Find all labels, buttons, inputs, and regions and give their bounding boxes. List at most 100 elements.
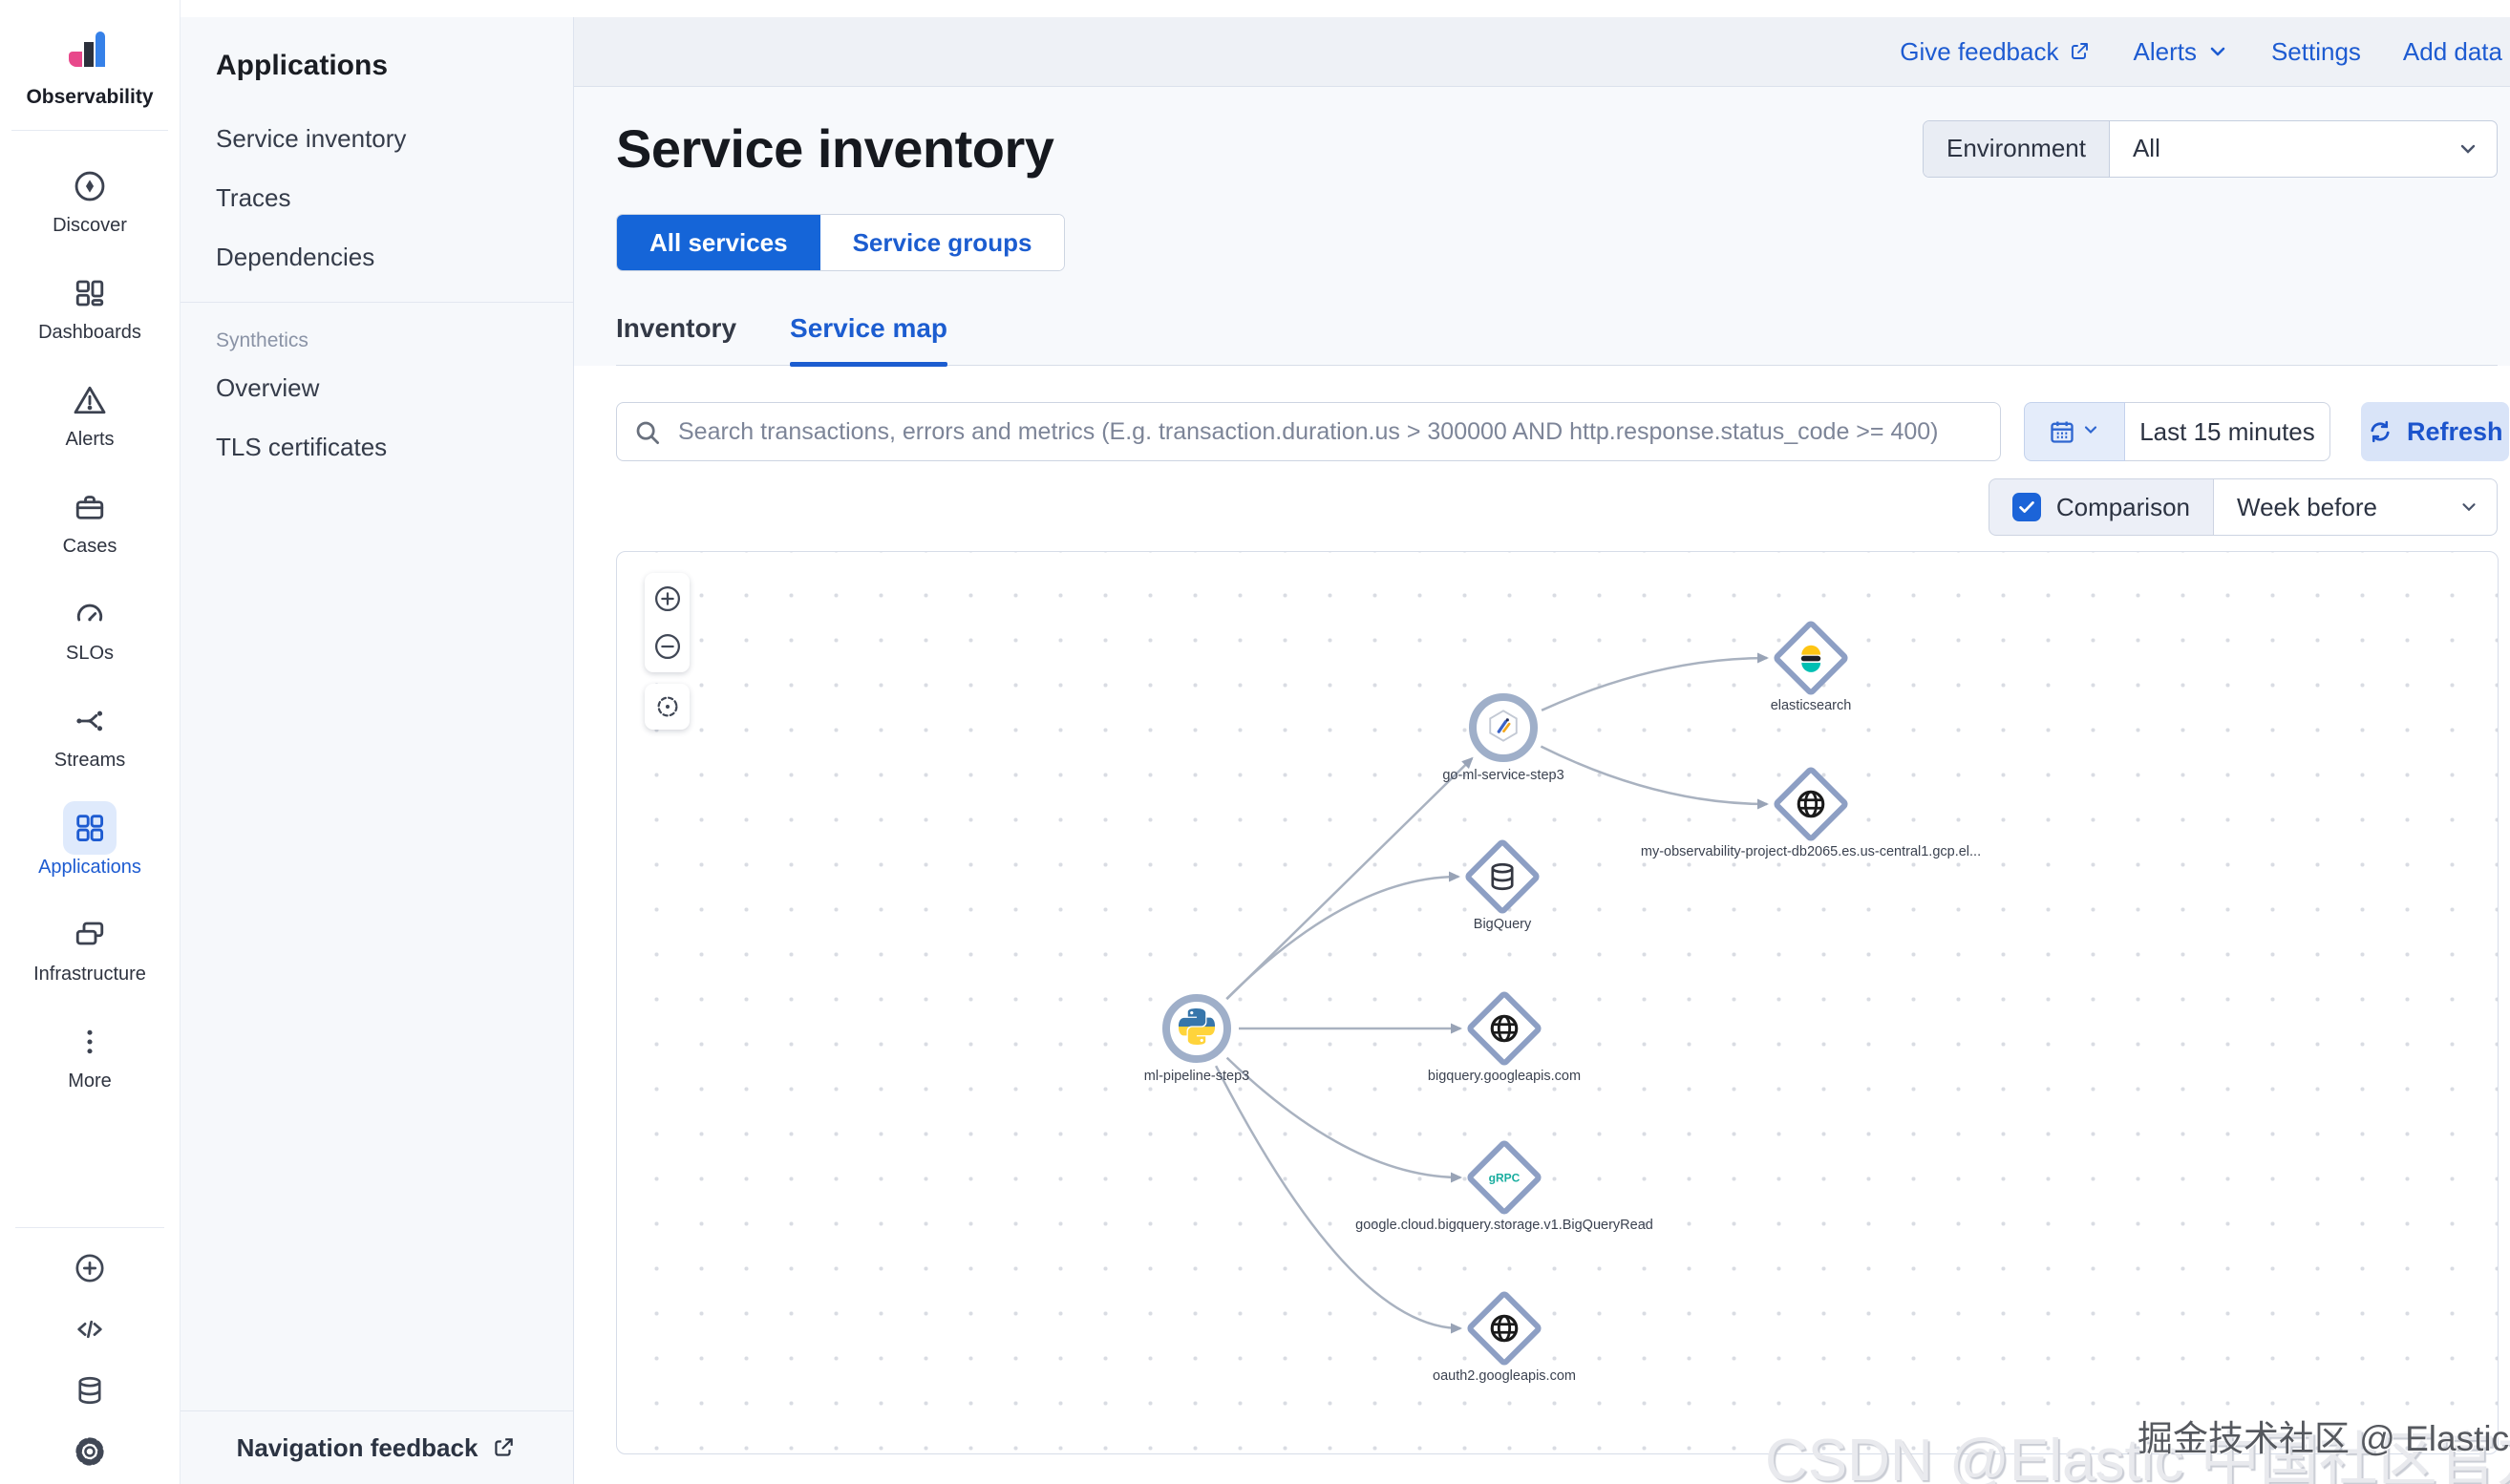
header-link-settings[interactable]: Settings bbox=[2271, 37, 2361, 67]
globe-icon bbox=[1795, 788, 1827, 820]
rail-item-label: Streams bbox=[53, 749, 126, 771]
map-node-label: my-observability-project-db2065.es.us-ce… bbox=[1640, 844, 1982, 859]
circle-node-shape bbox=[1162, 994, 1231, 1063]
zoom-in-button[interactable] bbox=[651, 583, 684, 615]
sidebar-item-applications[interactable]: Applications bbox=[0, 786, 180, 893]
rail-item-label: Applications bbox=[38, 856, 141, 878]
center-map-button[interactable] bbox=[651, 690, 684, 723]
map-edge-go-ml-service-step3-to-my-observability-project bbox=[1540, 745, 1769, 810]
map-edge-ml-pipeline-step3-to-bigquery bbox=[1225, 871, 1460, 1000]
rail-divider bbox=[11, 130, 168, 131]
map-node-label: ml-pipeline-step3 bbox=[1143, 1069, 1250, 1084]
environment-select[interactable]: Environment All bbox=[1923, 119, 2498, 178]
navigation-feedback-label: Navigation feedback bbox=[236, 1432, 479, 1462]
sidebar-link-traces[interactable]: Traces bbox=[216, 183, 291, 212]
sidebar-link-overview[interactable]: Overview bbox=[216, 373, 320, 402]
zoom-out-button[interactable] bbox=[651, 630, 684, 663]
gear-icon[interactable] bbox=[71, 1432, 109, 1471]
header-link-give-feedback[interactable]: Give feedback bbox=[1900, 37, 2091, 67]
chevron-down-icon bbox=[2457, 121, 2497, 177]
dashboards-icon bbox=[63, 266, 117, 320]
sidebar-item-cases[interactable]: Cases bbox=[0, 465, 180, 572]
sidebar-item-slos[interactable]: SLOs bbox=[0, 572, 180, 679]
chevron-down-icon bbox=[2081, 420, 2100, 444]
python-logo-icon bbox=[1179, 1007, 1215, 1049]
header-action-bar: Give feedback Alerts Settings Add data bbox=[573, 17, 2510, 87]
external-link-icon bbox=[495, 1438, 514, 1456]
sidebar-link-tls-certificates[interactable]: TLS certificates bbox=[216, 433, 388, 461]
header-link-add-data[interactable]: Add data bbox=[2403, 37, 2502, 67]
map-controls bbox=[645, 573, 690, 730]
layers-icon bbox=[63, 908, 117, 962]
map-edge-ml-pipeline-step3-to-oauth2-googleapis bbox=[1214, 1065, 1462, 1334]
search-icon bbox=[617, 403, 678, 460]
comparison-select[interactable]: Week before bbox=[2214, 478, 2498, 536]
refresh-label: Refresh bbox=[2407, 416, 2503, 446]
map-edge-ml-pipeline-step3-to-bigquery-read bbox=[1225, 1056, 1462, 1183]
branch-icon bbox=[63, 694, 117, 748]
sidebar-item-more[interactable]: More bbox=[0, 1000, 180, 1107]
observability-label: Observability bbox=[26, 86, 154, 108]
calendar-dropdown-button[interactable] bbox=[2024, 402, 2125, 461]
diamond-node-shape bbox=[1771, 764, 1851, 844]
comparison-control: Comparison Week before bbox=[1988, 478, 2498, 536]
map-edge-go-ml-service-step3-to-elasticsearch bbox=[1541, 652, 1769, 711]
search-input[interactable]: Search transactions, errors and metrics … bbox=[616, 402, 2001, 461]
go-hexagon-icon bbox=[1485, 708, 1521, 749]
header-link-label: Give feedback bbox=[1900, 36, 2059, 66]
comparison-checkbox[interactable]: Comparison bbox=[1988, 478, 2214, 536]
sidebar-link-service-inventory[interactable]: Service inventory bbox=[216, 124, 407, 153]
code-icon[interactable] bbox=[71, 1310, 109, 1348]
grid-icon bbox=[63, 800, 117, 855]
rail-item-label: More bbox=[68, 1070, 112, 1092]
time-range-button[interactable]: Last 15 minutes bbox=[2125, 402, 2330, 461]
navigation-feedback-link[interactable]: Navigation feedback bbox=[180, 1410, 573, 1484]
tab-inventory[interactable]: Inventory bbox=[616, 313, 737, 343]
header-link-alerts[interactable]: Alerts bbox=[2133, 37, 2228, 67]
sidebar-item-streams[interactable]: Streams bbox=[0, 679, 180, 786]
refresh-icon bbox=[2371, 420, 2390, 443]
header-link-label: Settings bbox=[2270, 36, 2361, 66]
chevron-down-icon bbox=[2206, 40, 2229, 63]
diamond-node-shape bbox=[1462, 837, 1542, 917]
external-link-icon bbox=[2068, 40, 2091, 63]
map-node-label: BigQuery bbox=[1473, 917, 1532, 932]
plus-circle-icon[interactable] bbox=[71, 1249, 109, 1287]
sidebar-item-infrastructure[interactable]: Infrastructure bbox=[0, 893, 180, 1000]
observability-logo-icon bbox=[69, 32, 105, 67]
environment-label: Environment bbox=[1924, 120, 2110, 177]
circle-node-shape bbox=[1469, 693, 1538, 762]
header-link-label: Add data bbox=[2402, 36, 2502, 66]
search-placeholder: Search transactions, errors and metrics … bbox=[678, 418, 1939, 445]
database-icon[interactable] bbox=[71, 1371, 109, 1410]
sidebar-section-label: Synthetics bbox=[216, 329, 308, 351]
sidebar-item-discover[interactable]: Discover bbox=[0, 144, 180, 251]
sidebar-item-alerts[interactable]: Alerts bbox=[0, 358, 180, 465]
tab-service-map[interactable]: Service map bbox=[790, 313, 948, 367]
toggle-all-services[interactable]: All services bbox=[617, 215, 820, 270]
rail-item-label: Alerts bbox=[65, 428, 115, 450]
toggle-service-groups[interactable]: Service groups bbox=[819, 215, 1065, 270]
diamond-node-shape: gRPC bbox=[1464, 1137, 1544, 1218]
sidebar-link-dependencies[interactable]: Dependencies bbox=[216, 243, 375, 271]
rail-item-label: SLOs bbox=[65, 642, 115, 664]
page-header-section: Service inventory Environment All All se… bbox=[573, 87, 2510, 367]
calendar-icon bbox=[2051, 421, 2074, 443]
diamond-node-shape bbox=[1464, 988, 1544, 1069]
map-node-label: google.cloud.bigquery.storage.v1.BigQuer… bbox=[1355, 1218, 1653, 1233]
map-node-label: elasticsearch bbox=[1770, 698, 1852, 713]
observability-logo[interactable]: Observability bbox=[0, 0, 180, 109]
map-node-label: bigquery.googleapis.com bbox=[1427, 1069, 1582, 1084]
dots-vertical-icon bbox=[63, 1015, 117, 1069]
refresh-button[interactable]: Refresh bbox=[2361, 402, 2509, 461]
chevron-down-icon bbox=[2462, 503, 2476, 512]
sidebar-item-dashboards[interactable]: Dashboards bbox=[0, 251, 180, 358]
elastic-logo-icon bbox=[1795, 642, 1827, 674]
briefcase-icon bbox=[63, 480, 117, 534]
